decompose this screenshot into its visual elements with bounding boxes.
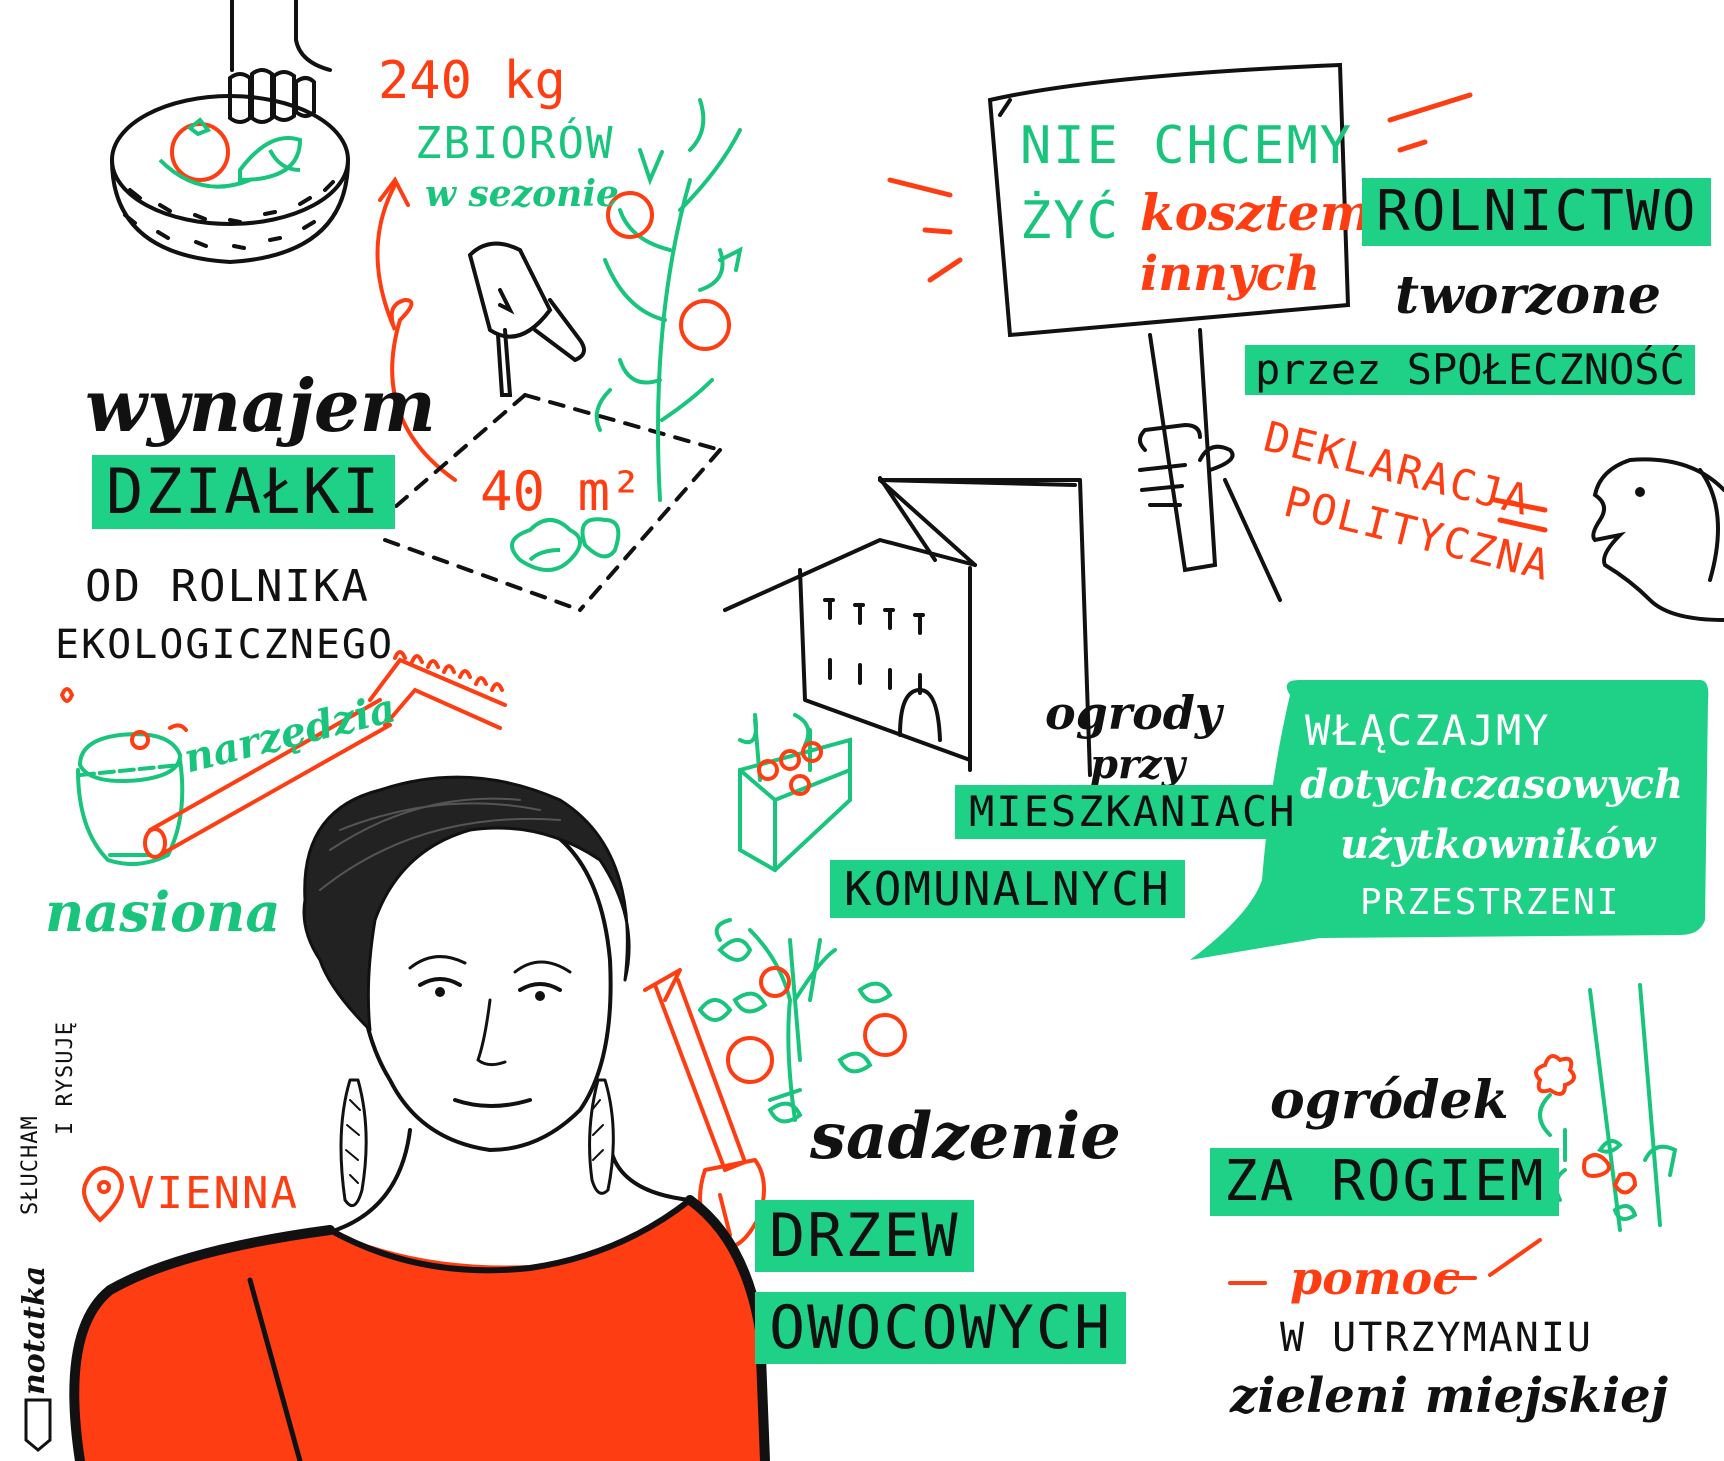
- credit-line1: notatka: [17, 1265, 52, 1395]
- planter-box-icon: [738, 713, 852, 873]
- tomatoes: [606, 191, 731, 351]
- include-line1: WŁĄCZAJMY: [1305, 706, 1551, 755]
- rake-icon: [143, 650, 507, 859]
- speaking-face-icon: [1591, 457, 1724, 622]
- speech-bubble: [1190, 680, 1709, 960]
- location-label: VIENNA: [128, 1168, 299, 1219]
- sign-line2b: kosztem: [1140, 183, 1373, 242]
- sign-line2a: ŻYĆ: [1020, 191, 1120, 251]
- gardens-line3: MIESZKANIACH: [955, 785, 1311, 839]
- harvest-amount: 240 kg: [378, 51, 566, 111]
- rent-from-line1: OD ROLNIKA: [85, 561, 370, 612]
- include-line4: PRZESTRZENI: [1360, 882, 1621, 923]
- credit-line3: i RYSUJĘ: [53, 1021, 78, 1135]
- help-line2: zieleni miejskiej: [1230, 1368, 1668, 1424]
- rent-verb: wynajem: [85, 363, 436, 448]
- basket-icon: [110, 0, 350, 265]
- gardens-line4: KOMUNALNYCH: [830, 860, 1185, 918]
- harvest-label: ZBIORÓW: [415, 118, 615, 169]
- gardens-line1: ogrody: [1045, 686, 1222, 740]
- credit-pencil-icon: [24, 1398, 52, 1452]
- sign-line3: innych: [1140, 246, 1321, 302]
- plot-outline: [378, 393, 722, 612]
- agriculture-by: przez SPOŁECZNOŚĆ: [1245, 345, 1695, 395]
- plot-area-label: 40 m²: [480, 460, 643, 523]
- seeds-label: nasiona: [45, 880, 281, 944]
- fruit-tree-icon: [697, 918, 907, 1124]
- shout-lines: [887, 92, 1548, 533]
- agriculture-title: ROLNICTWO: [1362, 178, 1712, 246]
- harvest-season: w sezonie: [425, 173, 619, 215]
- portrait-woman: [69, 775, 770, 1461]
- apartment-building-icon: [723, 476, 1092, 777]
- protest-sign-icon: [987, 62, 1351, 602]
- include-line2: dotychczasowych: [1300, 761, 1684, 808]
- corner-line2: ZA ROGIEM: [1210, 1148, 1560, 1216]
- rent-from-line2: EKOLOGICZNEGO: [55, 622, 395, 668]
- watering-can-icon: [467, 241, 586, 397]
- lettuce-icon: [510, 517, 621, 572]
- help-word: pomoc: [1290, 1251, 1461, 1305]
- vegetables-in-basket: [158, 117, 303, 189]
- location-pin-icon: [82, 1165, 125, 1223]
- trees-verb: sadzenie: [810, 1099, 1121, 1174]
- sign-line1: NIE CHCEMY: [1020, 116, 1354, 176]
- flower-sprouts-icon: [1534, 983, 1678, 1232]
- trees-line2: OWOCOWYCH: [755, 1292, 1127, 1364]
- seed-bag-icon: [59, 687, 188, 866]
- include-line3: użytkowników: [1340, 821, 1656, 868]
- gardens-line2: przy: [1090, 741, 1185, 788]
- trees-line1: DRZEW: [755, 1200, 974, 1272]
- rent-object: DZIAŁKI: [92, 455, 396, 529]
- agriculture-verb: tworzone: [1395, 265, 1661, 326]
- growth-arrow: [375, 176, 457, 482]
- corner-line1: ogródek: [1270, 1070, 1509, 1131]
- credit-line2: SŁUCHAM: [18, 1115, 43, 1215]
- help-line1: W UTRZYMANIU: [1280, 1315, 1593, 1361]
